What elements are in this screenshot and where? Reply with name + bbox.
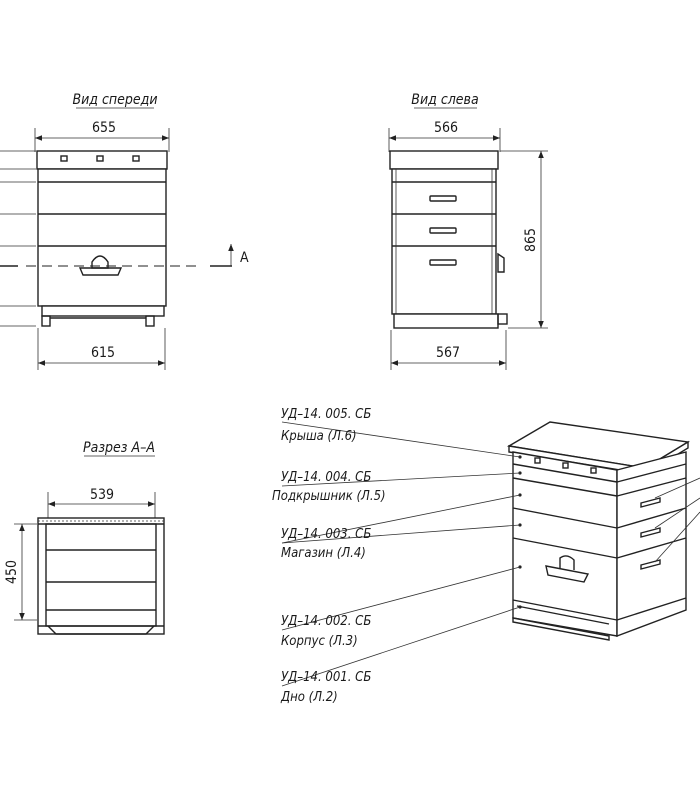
leader-lines xyxy=(281,421,700,687)
part-name: Корпус (Л.3) xyxy=(281,634,358,649)
left-width-bottom-label: 567 xyxy=(436,345,460,361)
left-view-title: Вид слева xyxy=(411,92,478,108)
isometric-hive xyxy=(506,421,691,641)
part-code: УД–14. 002. СБ xyxy=(281,614,371,629)
part-labels: УД–14. 005. СБ Крыша (Л.6) УД–14. 004. С… xyxy=(272,407,386,705)
part-code: УД–14. 005. СБ xyxy=(281,407,371,422)
left-height-dimension: 865 xyxy=(500,150,548,329)
left-height-label: 865 xyxy=(523,228,539,252)
section-view: Разрез А–А 539 450 xyxy=(4,440,165,635)
section-body xyxy=(37,517,165,635)
left-view: Вид слева 566 865 xyxy=(388,92,548,370)
section-height-label: 450 xyxy=(4,560,20,584)
front-view: Вид спереди 655 xyxy=(0,92,249,370)
front-hive-body xyxy=(0,150,168,327)
front-view-title: Вид спереди xyxy=(72,92,157,108)
part-code: УД–14. 001. СБ xyxy=(281,670,371,685)
part-code: УД–14. 003. СБ xyxy=(281,527,371,542)
part-code: УД–14. 004. СБ xyxy=(281,470,371,485)
section-marker-label: А xyxy=(240,250,249,266)
section-height-dimension: 450 xyxy=(4,523,37,621)
part-label-body: УД–14. 002. СБ Корпус (Л.3) xyxy=(281,614,371,649)
part-name: Дно (Л.2) xyxy=(280,690,338,705)
part-name: Магазин (Л.4) xyxy=(281,546,366,561)
section-line-a: А xyxy=(0,244,249,267)
section-width-dimension: 539 xyxy=(47,487,156,518)
part-label-super: УД–14. 003. СБ Магазин (Л.4) xyxy=(281,527,371,561)
section-view-title: Разрез А–А xyxy=(83,440,155,456)
part-name: Подкрышник (Л.5) xyxy=(272,489,386,504)
left-width-top-label: 566 xyxy=(434,120,458,136)
front-width-bottom-label: 615 xyxy=(91,345,115,361)
part-label-roof: УД–14. 005. СБ Крыша (Л.6) xyxy=(281,407,371,444)
left-hive-body xyxy=(389,150,508,329)
front-width-top-dimension: 655 xyxy=(34,120,170,152)
left-width-top-dimension: 566 xyxy=(388,120,501,152)
front-width-top-label: 655 xyxy=(92,120,116,136)
part-name: Крыша (Л.6) xyxy=(281,429,357,444)
part-label-bottom: УД–14. 001. СБ Дно (Л.2) xyxy=(280,670,371,705)
section-width-label: 539 xyxy=(90,487,114,503)
front-width-bottom-dimension: 615 xyxy=(37,328,166,370)
left-width-bottom-dimension: 567 xyxy=(390,330,507,370)
part-label-roof-liner: УД–14. 004. СБ Подкрышник (Л.5) xyxy=(272,470,386,504)
